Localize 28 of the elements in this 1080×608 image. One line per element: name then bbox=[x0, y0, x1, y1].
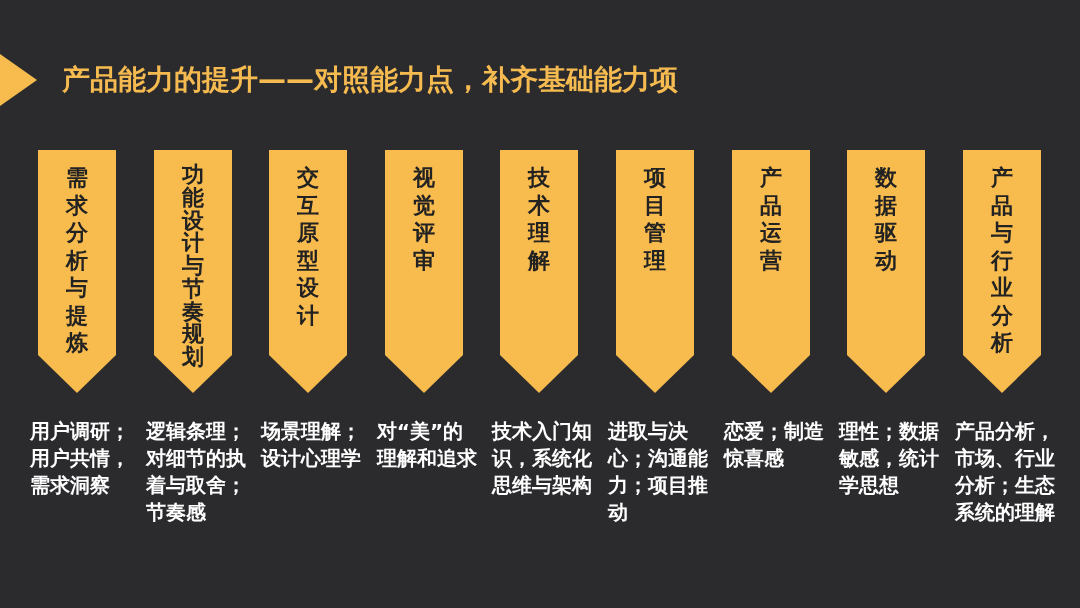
banner-label: 产品运营 bbox=[759, 164, 782, 274]
banner-label: 需求分析与提炼 bbox=[66, 164, 88, 357]
arrow-banner bbox=[500, 150, 579, 393]
arrow-banner bbox=[38, 150, 116, 393]
banner-label: 产品与行业分析 bbox=[990, 164, 1013, 357]
banner-label: 视觉评审 bbox=[412, 164, 435, 274]
description-text: 理性；数据敏感，统计学思想 bbox=[839, 418, 941, 499]
description-text: 技术入门知识，系统化思维与架构 bbox=[492, 418, 594, 499]
banner-label: 技术理解 bbox=[528, 164, 551, 274]
banner-label: 项目管理 bbox=[644, 164, 666, 274]
arrow-banner bbox=[962, 150, 1041, 393]
arrow-banner bbox=[384, 150, 463, 393]
arrow-banner bbox=[847, 150, 926, 393]
description-text: 产品分析，市场、行业分析；生态系统的理解 bbox=[954, 418, 1056, 526]
description-text: 对“美”的理解和追求 bbox=[376, 418, 478, 472]
banner-label: 交互原型设计 bbox=[297, 164, 320, 329]
description-text: 恋爱；制造惊喜感 bbox=[723, 418, 825, 472]
arrow-banner bbox=[616, 150, 694, 393]
description-text: 用户调研；用户共情，需求洞察 bbox=[30, 418, 131, 499]
arrow-banner bbox=[153, 150, 232, 393]
banner-label: 数据驱动 bbox=[875, 164, 898, 274]
description-text: 场景理解；设计心理学 bbox=[261, 418, 363, 472]
description-text: 进取与决心；沟通能力；项目推动 bbox=[608, 418, 709, 526]
banner-label: 功能设计与节奏规划 bbox=[181, 164, 204, 370]
description-text: 逻辑条理；对细节的执着与取舍；节奏感 bbox=[145, 418, 247, 526]
arrow-banner bbox=[731, 150, 810, 393]
arrow-banner bbox=[269, 150, 348, 393]
slide-title: 产品能力的提升——对照能力点，补齐基础能力项 bbox=[62, 62, 678, 98]
